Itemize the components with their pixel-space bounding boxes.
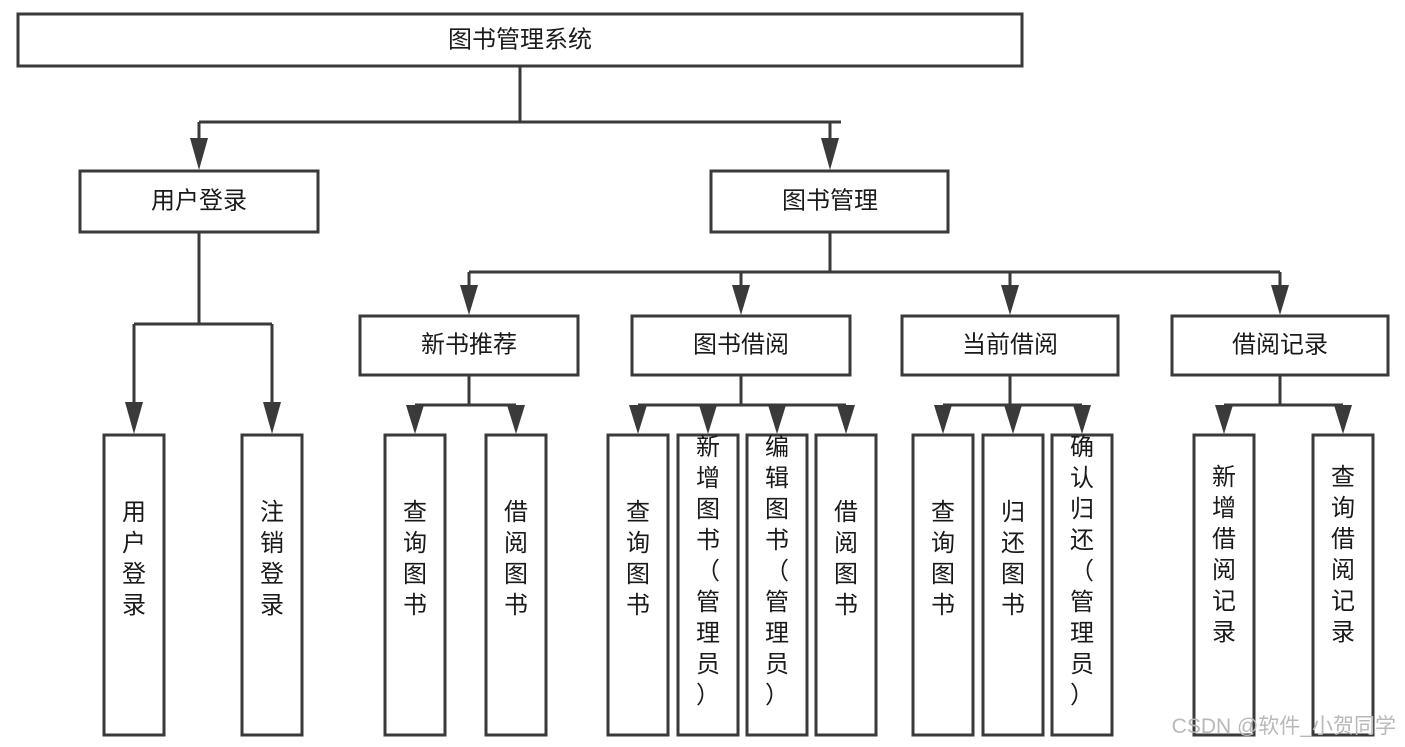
arrowhead-record-add bbox=[1215, 405, 1233, 434]
node-root[interactable]: 图书管理系统 bbox=[16, 12, 1024, 68]
leaf-node[interactable]: 借阅图书 bbox=[814, 433, 878, 737]
leaf-node[interactable]: 注销登录 bbox=[240, 433, 304, 737]
leaf-node[interactable]: 确认归还（管理员） bbox=[1050, 433, 1114, 737]
node-borrow-record[interactable]: 借阅记录 bbox=[1170, 314, 1390, 377]
leaf-node[interactable]: 查询图书 bbox=[911, 433, 975, 737]
leaf-label-logout: 注销登录 bbox=[260, 499, 284, 619]
arrowhead-borrow-edit bbox=[768, 405, 786, 434]
leaf-box-record-add[interactable] bbox=[1192, 433, 1256, 737]
leaf-box-borrow-query[interactable] bbox=[606, 433, 670, 737]
leaf-label-current-query: 查询图书 bbox=[931, 499, 955, 619]
arrowhead-new-book-rec bbox=[460, 285, 478, 315]
arrowhead-book-borrow bbox=[732, 285, 750, 315]
node-borrow-record-label: 借阅记录 bbox=[1232, 331, 1328, 358]
node-root-label: 图书管理系统 bbox=[448, 26, 592, 53]
arrowhead-newbook-borrow bbox=[507, 405, 525, 434]
leaf-node[interactable]: 编辑图书（管理员） bbox=[745, 433, 809, 737]
leaf-box-record-query[interactable] bbox=[1311, 433, 1375, 737]
leaf-box-borrow-lend[interactable] bbox=[814, 433, 878, 737]
node-book-management-label: 图书管理 bbox=[782, 187, 878, 214]
arrowhead-record-query bbox=[1334, 405, 1352, 434]
leaf-box-logout[interactable] bbox=[240, 433, 304, 737]
node-new-book-recommend-label: 新书推荐 bbox=[421, 331, 517, 358]
leaf-node[interactable]: 借阅图书 bbox=[484, 433, 548, 737]
leaf-label-borrow-edit: 编辑图书（管理员） bbox=[765, 434, 789, 709]
leaf-label-newbook-query: 查询图书 bbox=[403, 499, 427, 619]
leaf-node[interactable]: 查询图书 bbox=[606, 433, 670, 737]
node-book-management-box[interactable] bbox=[709, 169, 950, 234]
arrowhead-current-borrow bbox=[1001, 285, 1019, 315]
watermark-label: CSDN @软件_小贺同学 bbox=[1172, 715, 1396, 738]
node-current-borrow-box[interactable] bbox=[900, 314, 1120, 377]
leaf-label-borrow-lend: 借阅图书 bbox=[834, 499, 858, 619]
arrowhead-current-return bbox=[1004, 405, 1022, 434]
leaf-label-borrow-query: 查询图书 bbox=[626, 499, 650, 619]
arrowhead-user-login bbox=[190, 138, 208, 170]
leaf-label-record-query: 查询借阅记录 bbox=[1331, 464, 1355, 646]
arrowhead-leaf-user-login bbox=[125, 402, 143, 434]
leaf-node[interactable]: 新增借阅记录 bbox=[1192, 433, 1256, 737]
leaf-label-record-add: 新增借阅记录 bbox=[1212, 464, 1236, 646]
leaf-nodes-layer: 用户登录 注销登录 查询图书 借阅图书 查询图书 新增图书（管理员） bbox=[102, 433, 1375, 737]
arrowhead-leaf-logout bbox=[263, 402, 281, 434]
arrowhead-borrow-record bbox=[1271, 285, 1289, 315]
leaf-label-newbook-borrow: 借阅图书 bbox=[504, 499, 528, 619]
node-user-login-label: 用户登录 bbox=[151, 187, 247, 214]
leaf-box-current-query[interactable] bbox=[911, 433, 975, 737]
node-book-borrow-box[interactable] bbox=[630, 314, 852, 377]
arrowhead-borrow-add bbox=[699, 405, 717, 434]
leaf-box-newbook-query[interactable] bbox=[383, 433, 447, 737]
arrowhead-book-mgmt bbox=[821, 138, 839, 170]
leaf-box-user-login[interactable] bbox=[102, 433, 166, 737]
leaf-box-borrow-edit[interactable] bbox=[745, 433, 809, 737]
leaf-label-user-login: 用户登录 bbox=[122, 499, 146, 619]
node-book-borrow-label: 图书借阅 bbox=[693, 331, 789, 358]
node-book-management[interactable]: 图书管理 bbox=[709, 169, 950, 234]
arrowhead-borrow-lend bbox=[837, 405, 855, 434]
node-user-login[interactable]: 用户登录 bbox=[78, 169, 320, 234]
leaf-box-borrow-add[interactable] bbox=[676, 433, 740, 737]
arrowhead-borrow-query bbox=[629, 405, 647, 434]
node-current-borrow-label: 当前借阅 bbox=[962, 331, 1058, 358]
leaf-node[interactable]: 查询借阅记录 bbox=[1311, 433, 1375, 737]
arrowhead-newbook-query bbox=[406, 405, 424, 434]
leaf-node[interactable]: 归还图书 bbox=[981, 433, 1045, 737]
leaf-label-borrow-add: 新增图书（管理员） bbox=[696, 434, 720, 709]
node-user-login-box[interactable] bbox=[78, 169, 320, 234]
leaf-box-newbook-borrow[interactable] bbox=[484, 433, 548, 737]
connector-layer bbox=[125, 66, 1352, 434]
node-new-book-recommend[interactable]: 新书推荐 bbox=[358, 314, 580, 377]
node-root-box[interactable] bbox=[16, 12, 1024, 68]
arrowhead-current-confirm bbox=[1073, 405, 1091, 434]
leaf-label-current-return: 归还图书 bbox=[1001, 499, 1025, 619]
leaf-node[interactable]: 查询图书 bbox=[383, 433, 447, 737]
node-book-borrow[interactable]: 图书借阅 bbox=[630, 314, 852, 377]
arrowhead-current-query bbox=[934, 405, 952, 434]
leaf-label-current-confirm: 确认归还（管理员） bbox=[1070, 434, 1094, 709]
node-new-book-recommend-box[interactable] bbox=[358, 314, 580, 377]
leaf-node[interactable]: 新增图书（管理员） bbox=[676, 433, 740, 737]
leaf-box-current-confirm[interactable] bbox=[1050, 433, 1114, 737]
node-current-borrow[interactable]: 当前借阅 bbox=[900, 314, 1120, 377]
leaf-box-current-return[interactable] bbox=[981, 433, 1045, 737]
leaf-node[interactable]: 用户登录 bbox=[102, 433, 166, 737]
node-borrow-record-box[interactable] bbox=[1170, 314, 1390, 377]
